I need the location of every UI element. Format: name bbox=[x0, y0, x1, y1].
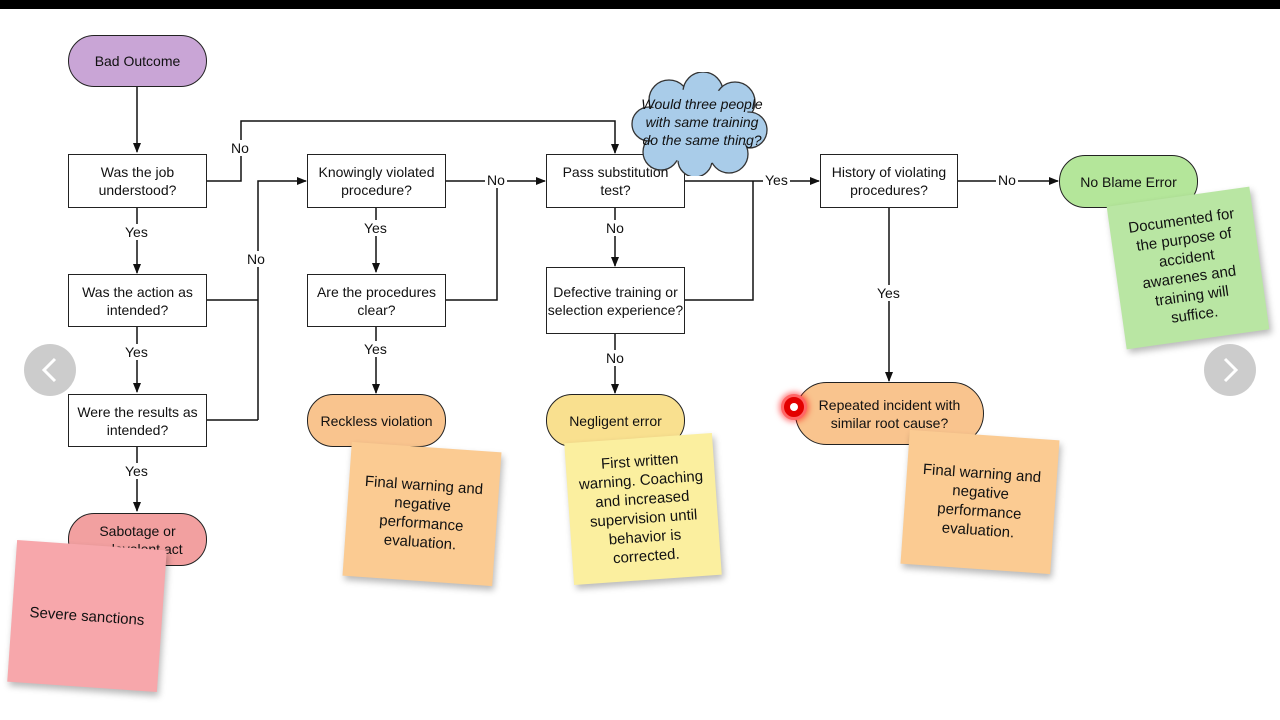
chevron-left-icon bbox=[41, 357, 57, 383]
thought-cloud-shape bbox=[631, 72, 768, 176]
node-job-understood[interactable]: Was the job understood? bbox=[68, 154, 207, 208]
edge-defective-yes bbox=[685, 181, 754, 301]
label-history-no: No bbox=[996, 172, 1018, 188]
cursor-indicator bbox=[781, 394, 807, 420]
node-knowingly-violated[interactable]: Knowingly violated procedure? bbox=[307, 154, 446, 208]
note-first-written-warning: First written warning. Coaching and incr… bbox=[564, 433, 722, 585]
node-bad-outcome[interactable]: Bad Outcome bbox=[68, 35, 207, 87]
label-knowingly-no: No bbox=[485, 172, 507, 188]
label-substitution-no: No bbox=[604, 220, 626, 236]
note-final-warning-2: Final warning and negative performance e… bbox=[900, 429, 1060, 575]
label-defective-no: No bbox=[604, 350, 626, 366]
edge-clear-no bbox=[446, 181, 498, 301]
edge-job-no bbox=[207, 120, 619, 182]
note-final-warning-1: Final warning and negative performance e… bbox=[342, 441, 502, 587]
node-results-intended[interactable]: Were the results as intended? bbox=[68, 394, 207, 447]
label-job-no: No bbox=[229, 140, 251, 156]
node-action-intended[interactable]: Was the action as intended? bbox=[68, 274, 207, 327]
node-repeated-incident[interactable]: Repeated incident with similar root caus… bbox=[795, 382, 984, 445]
label-action-no: No bbox=[245, 251, 267, 267]
label-action-yes: Yes bbox=[123, 344, 150, 360]
label-job-yes: Yes bbox=[123, 224, 150, 240]
label-history-yes: Yes bbox=[875, 285, 902, 301]
node-reckless-violation[interactable]: Reckless violation bbox=[307, 394, 446, 447]
label-results-yes: Yes bbox=[123, 463, 150, 479]
top-bar bbox=[0, 0, 1280, 9]
node-defective-training[interactable]: Defective training or selection experien… bbox=[546, 267, 685, 334]
next-slide-button[interactable] bbox=[1204, 344, 1256, 396]
node-no-blame-error[interactable]: No Blame Error bbox=[1059, 155, 1198, 208]
label-clear-yes: Yes bbox=[362, 341, 389, 357]
label-knowingly-yes: Yes bbox=[362, 220, 389, 236]
chevron-right-icon bbox=[1223, 357, 1239, 383]
cloud-question: Would three people with same training do… bbox=[641, 96, 763, 148]
note-documented: Documented for the purpose of accident a… bbox=[1106, 186, 1270, 350]
edge-to-knowingly bbox=[257, 177, 307, 420]
previous-slide-button[interactable] bbox=[24, 344, 76, 396]
label-substitution-yes: Yes bbox=[763, 172, 790, 188]
note-severe-sanctions: Severe sanctions bbox=[7, 539, 167, 693]
node-procedures-clear[interactable]: Are the procedures clear? bbox=[307, 274, 446, 327]
node-history-violating[interactable]: History of violating procedures? bbox=[820, 154, 958, 208]
